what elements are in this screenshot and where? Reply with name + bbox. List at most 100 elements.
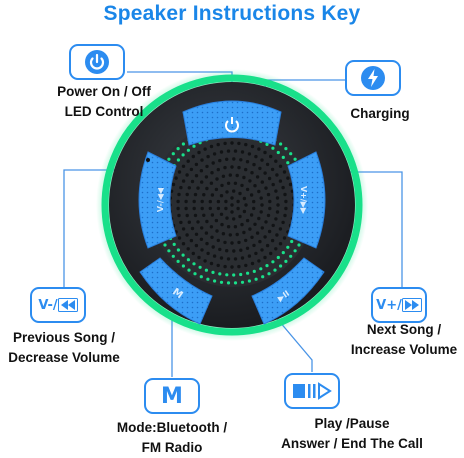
grille-hole bbox=[264, 220, 268, 224]
grille-hole bbox=[225, 249, 229, 253]
grille-hole bbox=[210, 213, 215, 217]
grille-hole bbox=[174, 176, 178, 180]
mode-button-key[interactable]: M bbox=[139, 257, 213, 325]
led-dot bbox=[171, 254, 175, 258]
previous-button-key[interactable]: V-/◀◀ bbox=[138, 151, 177, 249]
led-dot bbox=[167, 249, 171, 253]
grille-hole bbox=[200, 206, 204, 211]
grille-hole bbox=[221, 232, 226, 236]
grille-hole bbox=[192, 199, 196, 204]
grille-hole bbox=[255, 175, 260, 179]
led-dot bbox=[192, 262, 196, 266]
grille-hole bbox=[230, 203, 234, 207]
grille-hole bbox=[238, 191, 242, 196]
grille-hole bbox=[216, 238, 220, 243]
play-label: Play /Pause Answer / End The Call bbox=[246, 414, 458, 454]
grille-hole bbox=[245, 187, 250, 192]
svg-text:V-/◀◀: V-/◀◀ bbox=[156, 187, 165, 212]
grille-hole bbox=[208, 206, 212, 211]
grille-hole bbox=[226, 257, 231, 261]
grille-hole bbox=[181, 227, 186, 231]
grille-hole bbox=[232, 157, 236, 161]
led-dot bbox=[181, 253, 185, 257]
grille-hole bbox=[210, 235, 214, 239]
grille-hole bbox=[236, 206, 240, 211]
grille-hole bbox=[240, 150, 245, 154]
grille-hole bbox=[253, 222, 257, 226]
led-dot bbox=[293, 157, 297, 161]
power-button-key[interactable] bbox=[182, 100, 282, 146]
grille-hole bbox=[275, 210, 280, 214]
grille-hole bbox=[177, 236, 182, 240]
next-button-key[interactable]: V+/▶▶ bbox=[287, 151, 326, 249]
grille-hole bbox=[228, 173, 232, 177]
grille-hole bbox=[177, 170, 182, 174]
grille-hole bbox=[194, 232, 199, 236]
grille-hole bbox=[247, 254, 252, 258]
grille-hole bbox=[271, 182, 275, 187]
grille-hole bbox=[203, 259, 207, 263]
grille-hole bbox=[286, 176, 290, 180]
previous-key-box: V-/ bbox=[30, 287, 86, 323]
grille-hole bbox=[226, 225, 231, 229]
page-title: Speaker Instructions Key bbox=[103, 2, 361, 25]
grille-hole bbox=[179, 220, 183, 225]
grille-hole bbox=[215, 177, 219, 181]
grille-hole bbox=[199, 169, 204, 173]
grille-hole bbox=[252, 199, 256, 204]
grille-hole bbox=[258, 239, 262, 244]
grille-hole bbox=[242, 230, 246, 235]
grille-hole bbox=[193, 192, 198, 197]
led-dot bbox=[246, 271, 250, 275]
grille-hole bbox=[270, 238, 275, 243]
grille-hole bbox=[250, 261, 255, 266]
grille-hole bbox=[260, 203, 264, 207]
led-dot bbox=[181, 264, 185, 268]
grille-hole bbox=[232, 189, 236, 193]
grille-hole bbox=[275, 233, 279, 237]
led-dot bbox=[233, 281, 238, 285]
grille-hole bbox=[266, 213, 271, 218]
grille-hole bbox=[200, 180, 204, 184]
grille-hole bbox=[274, 217, 278, 221]
grille-hole bbox=[225, 216, 229, 220]
led-dot bbox=[206, 277, 210, 281]
grille-hole bbox=[214, 218, 219, 223]
grille-hole bbox=[237, 240, 241, 245]
led-dot bbox=[226, 281, 231, 285]
grille-hole bbox=[181, 242, 186, 246]
grille-hole bbox=[197, 150, 201, 155]
play-button-key[interactable]: ▶II bbox=[251, 257, 325, 325]
grille-hole bbox=[223, 240, 227, 245]
grille-hole bbox=[200, 158, 204, 162]
grille-hole bbox=[225, 190, 229, 194]
grille-hole bbox=[184, 206, 188, 211]
grille-hole bbox=[218, 247, 222, 252]
led-dot bbox=[186, 258, 190, 262]
grille-hole bbox=[235, 232, 239, 237]
grille-hole bbox=[202, 213, 206, 217]
led-dot bbox=[247, 279, 251, 283]
grille-hole bbox=[247, 152, 252, 156]
grille-hole bbox=[223, 165, 227, 170]
grille-hole bbox=[281, 220, 285, 225]
grille-hole bbox=[185, 192, 189, 197]
mode-key-box: M bbox=[144, 378, 200, 414]
grille-hole bbox=[205, 219, 209, 224]
grille-hole bbox=[254, 251, 258, 256]
grille-hole bbox=[212, 152, 217, 156]
led-dot bbox=[167, 157, 171, 161]
led-dot bbox=[276, 255, 280, 260]
grille-hole bbox=[200, 199, 204, 204]
grille-hole bbox=[283, 192, 287, 197]
grille-hole bbox=[232, 249, 236, 253]
grille-hole bbox=[197, 255, 201, 260]
grille-hole bbox=[281, 185, 285, 190]
led-dot bbox=[284, 259, 288, 263]
grille-hole bbox=[225, 157, 229, 161]
grille-hole bbox=[257, 189, 261, 194]
power-icon bbox=[85, 50, 109, 74]
grille-hole bbox=[219, 256, 224, 260]
grille-hole bbox=[185, 213, 189, 218]
power-label-line2: LED Control bbox=[64, 104, 144, 119]
